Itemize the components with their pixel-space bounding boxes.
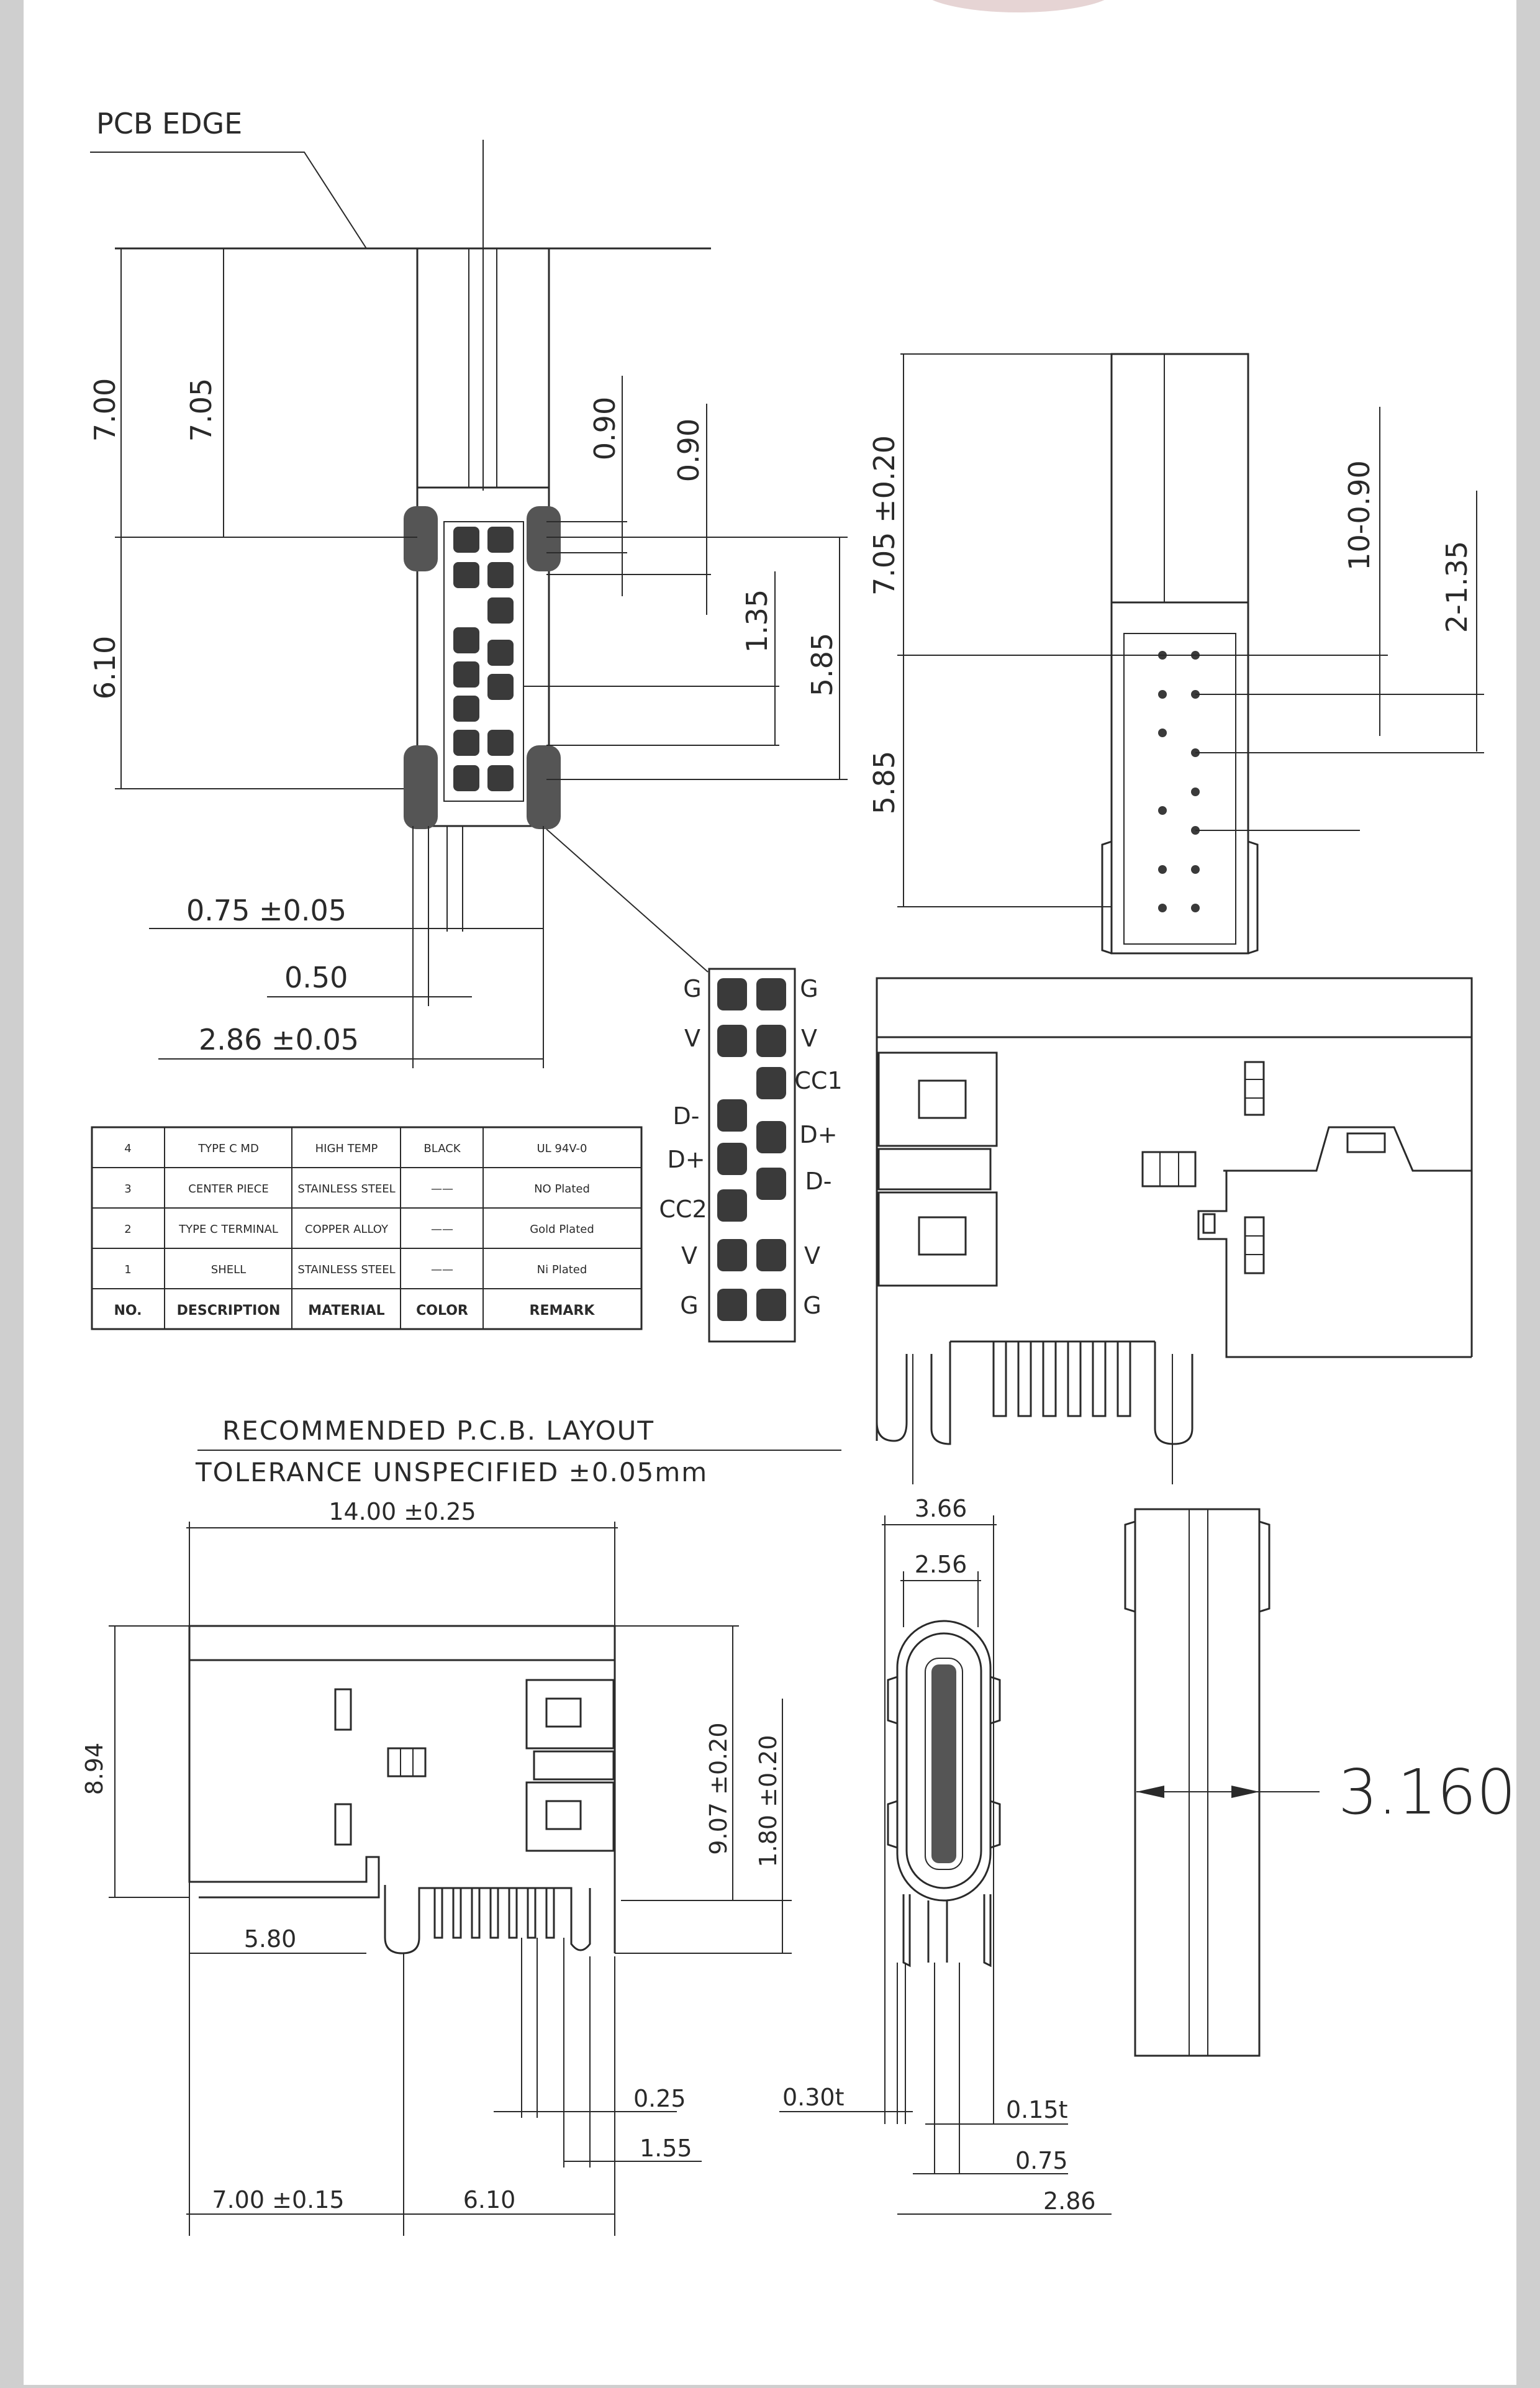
notes: RECOMMENDED P.C.B. LAYOUT TOLERANCE UNSP… — [195, 1415, 841, 1487]
side-housing — [1110, 601, 1249, 955]
end-view: 3.66 2.56 0.30t 0.15t 0.75 2.86 — [779, 1495, 1112, 2215]
dim-0-30: 0.30t — [782, 2084, 845, 2111]
dim-1-35: 1.35 — [740, 589, 774, 653]
tongue — [931, 1664, 956, 1863]
dim-0-50: 0.50 — [284, 961, 348, 994]
bom-r1-remark: UL 94V-0 — [537, 1142, 587, 1155]
shell-tabs — [404, 506, 561, 829]
pin-left-1: G — [683, 975, 701, 1002]
dim-5-85: 5.85 — [805, 633, 839, 696]
port-outline — [896, 1620, 992, 1902]
side-dim-7-05: 7.05 ±0.20 — [867, 435, 901, 596]
dim-7-00-b: 7.00 ±0.15 — [212, 2186, 344, 2213]
bom-r2-no: 3 — [124, 1183, 131, 1196]
pin-right-2: V — [801, 1025, 817, 1052]
pin-left-5: D+ — [667, 1146, 705, 1173]
bom-r3-color: —— — [431, 1223, 453, 1236]
housing-outline — [416, 486, 550, 827]
side-dim-5-85: 5.85 — [867, 751, 901, 814]
iso-terminals — [992, 1342, 1131, 1417]
thickness-view: 3.160 — [1124, 1508, 1516, 2057]
bottom-view: 14.00 ±0.25 8.94 9.07 ±0.20 1.80 ±0.20 — [81, 1498, 792, 2236]
layout-title: RECOMMENDED P.C.B. LAYOUT — [222, 1415, 654, 1446]
bom-r1-color: BLACK — [424, 1142, 461, 1155]
side-view: 7.05 ±0.20 5.85 10-0.90 2-1.35 — [867, 353, 1484, 955]
thickness-body — [1134, 1508, 1261, 2057]
bom-table: 4 TYPE C MD HIGH TEMP BLACK UL 94V-0 3 C… — [91, 1126, 643, 1330]
pin-left-7: V — [681, 1242, 697, 1269]
dim-0-25: 0.25 — [633, 2085, 686, 2112]
pcb-edge-leader — [90, 152, 367, 249]
pin-right-7: V — [804, 1242, 820, 1269]
bom-frame — [91, 1126, 643, 1330]
side-dim-2-135: 2-1.35 — [1440, 541, 1474, 633]
dim-3-160: 3.160 — [1338, 1756, 1516, 1828]
isometric-view — [876, 977, 1473, 1484]
pcb-edge-label: PCB EDGE — [96, 107, 242, 140]
bom-r4-mat: STAINLESS STEEL — [297, 1263, 395, 1276]
pin-left-8: G — [680, 1292, 698, 1319]
tolerance-note: TOLERANCE UNSPECIFIED ±0.05mm — [195, 1457, 708, 1487]
pin-left-4: D- — [673, 1102, 700, 1130]
dim-7-05: 7.05 — [184, 378, 218, 442]
dim-0-90-b: 0.90 — [672, 419, 705, 482]
bom-head-no: NO. — [114, 1303, 142, 1319]
dim-14-00: 14.00 ±0.25 — [328, 1498, 476, 1525]
pinout-frame — [708, 968, 796, 1343]
pin-left-6: CC2 — [659, 1196, 707, 1223]
dim-9-07: 9.07 ±0.20 — [705, 1722, 732, 1855]
dim-0-75: 0.75 ±0.05 — [186, 894, 346, 927]
bom-r2-mat: STAINLESS STEEL — [297, 1183, 395, 1196]
pin-right-4: D+ — [799, 1121, 837, 1148]
bom-head-mat: MATERIAL — [308, 1303, 384, 1319]
bom-r4-remark: Ni Plated — [537, 1263, 587, 1276]
bom-r3-desc: TYPE C TERMINAL — [178, 1223, 278, 1236]
dim-7-00: 7.00 — [88, 378, 122, 442]
bom-r1-desc: TYPE C MD — [197, 1142, 259, 1155]
pin-right-3: CC1 — [794, 1067, 842, 1094]
bottom-terminals — [433, 1888, 555, 1939]
pin-left-2: V — [684, 1025, 700, 1052]
dim-1-55: 1.55 — [640, 2135, 692, 2162]
dim-8-94: 8.94 — [81, 1743, 108, 1796]
dim-6-10: 6.10 — [88, 636, 122, 699]
bom-r2-desc: CENTER PIECE — [188, 1183, 268, 1196]
bom-r3-mat: COPPER ALLOY — [305, 1223, 389, 1236]
pin-right-8: G — [803, 1292, 821, 1319]
dim-1-80: 1.80 ±0.20 — [754, 1735, 782, 1867]
bom-r4-desc: SHELL — [211, 1263, 246, 1276]
pin-right-1: G — [800, 975, 818, 1002]
bom-r1-mat: HIGH TEMP — [315, 1142, 378, 1155]
side-dim-10-090: 10-0.90 — [1343, 460, 1376, 571]
paper-smudge — [932, 0, 1105, 12]
bom-r2-color: —— — [431, 1183, 453, 1196]
pinout-diagram: G V D- D+ CC2 V G G V CC1 D+ D- V G — [659, 968, 843, 1343]
dim-6-10-b: 6.10 — [463, 2186, 516, 2213]
dim-0-75-b: 0.75 — [1015, 2147, 1068, 2174]
bom-head-color: COLOR — [416, 1303, 468, 1319]
dim-3-66: 3.66 — [915, 1495, 967, 1522]
dim-5-80: 5.80 — [244, 1925, 297, 1953]
bom-r3-remark: Gold Plated — [530, 1223, 594, 1236]
top-view: PCB EDGE — [88, 107, 848, 1068]
bom-head-desc: DESCRIPTION — [177, 1303, 281, 1319]
dim-0-15: 0.15t — [1006, 2096, 1068, 2123]
dim-2-86: 2.86 ±0.05 — [199, 1023, 359, 1056]
bom-r2-remark: NO Plated — [534, 1183, 590, 1196]
bom-r4-no: 1 — [124, 1263, 131, 1276]
pinout-pads — [717, 978, 786, 1321]
dim-2-56: 2.56 — [915, 1551, 967, 1578]
dim-0-90-a: 0.90 — [588, 397, 622, 460]
bom-head-remark: REMARK — [530, 1303, 596, 1319]
pinout-leader — [546, 829, 709, 973]
pin-right-5: D- — [805, 1168, 832, 1195]
dim-2-86-b: 2.86 — [1043, 2187, 1096, 2215]
bom-r4-color: —— — [431, 1263, 453, 1276]
bom-r3-no: 2 — [124, 1223, 131, 1236]
bom-r1-no: 4 — [124, 1142, 131, 1155]
pad-array — [453, 527, 514, 791]
